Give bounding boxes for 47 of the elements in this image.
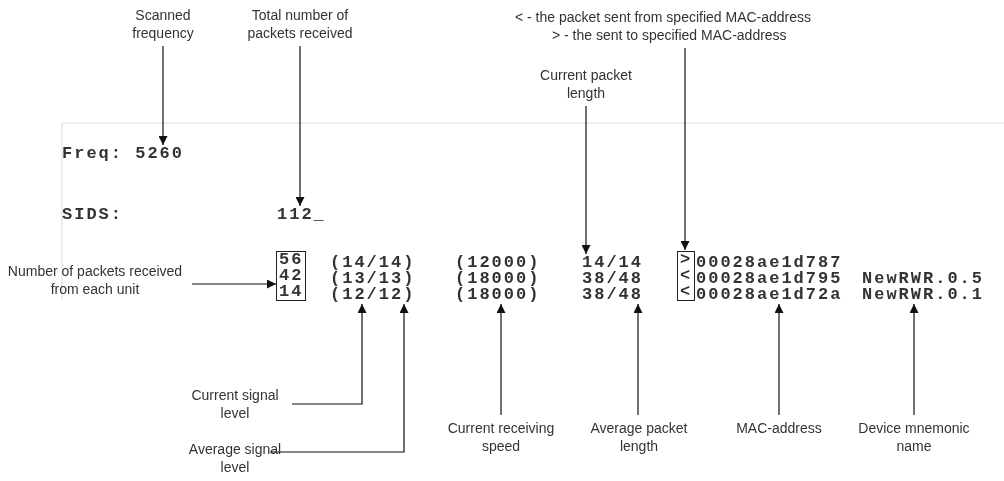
- screen-value: <: [680, 268, 693, 284]
- callout-text: Scanned frequency: [120, 6, 206, 42]
- screen-value: 42: [279, 268, 304, 284]
- screen-value: 00028ae1d72a: [696, 287, 843, 303]
- screen-value: 38/48: [582, 287, 643, 303]
- leader-arrow: [680, 47, 690, 251]
- screen-value: (13/13): [330, 271, 416, 287]
- highlight-box: [276, 251, 307, 301]
- callout-text: Number of packets received from each unit: [0, 262, 190, 298]
- screen-value: 00028ae1d795: [696, 271, 843, 287]
- leader-arrow: [496, 303, 506, 416]
- callout-text: Current packet length: [538, 66, 634, 102]
- screen-value: 56: [279, 252, 304, 268]
- screen-value: 14: [279, 284, 304, 300]
- screen-value: 38/48: [582, 271, 643, 287]
- callout-text: Current signal level: [180, 386, 290, 422]
- callout-text: < - the packet sent from specified MAC-address: [515, 8, 812, 26]
- callout-text: MAC-address: [727, 419, 831, 437]
- screen-value: NewRWR.0.5: [862, 271, 985, 287]
- screen-value: NewRWR.0.1: [862, 287, 985, 303]
- screen-value: >: [680, 252, 693, 268]
- leader-arrow: [633, 303, 643, 416]
- highlight-box: [677, 251, 696, 301]
- screen-value: 00028ae1d787: [696, 255, 843, 271]
- screen-text: SIDS:: [62, 207, 123, 223]
- callout-text: Total number of packets received: [232, 6, 368, 42]
- leader-arrow: [581, 105, 591, 255]
- leader-arrow: [158, 45, 168, 146]
- callout-text: Average signal level: [175, 440, 295, 476]
- screen-text: Freq: 5260: [62, 146, 185, 162]
- callout-text: > - the sent to specified MAC-address: [552, 26, 787, 44]
- screen-value: (18000): [455, 287, 541, 303]
- callout-text: Device mnemonic name: [854, 419, 974, 455]
- screen-value: (14/14): [330, 255, 416, 271]
- screen-text: 112_: [277, 207, 326, 223]
- screen-value: (18000): [455, 271, 541, 287]
- leader-arrow: [774, 303, 784, 416]
- screen-value: (12/12): [330, 287, 416, 303]
- leader-arrow: [909, 303, 919, 416]
- screen-value: (12000): [455, 255, 541, 271]
- callout-text: Average packet length: [582, 419, 696, 455]
- leader-arrow: [191, 279, 277, 289]
- callout-text: Current receiving speed: [433, 419, 569, 455]
- screen-value: 14/14: [582, 255, 643, 271]
- leader-arrow: [295, 45, 305, 207]
- screen-value: <: [680, 284, 693, 300]
- leader-arrow: [291, 303, 367, 405]
